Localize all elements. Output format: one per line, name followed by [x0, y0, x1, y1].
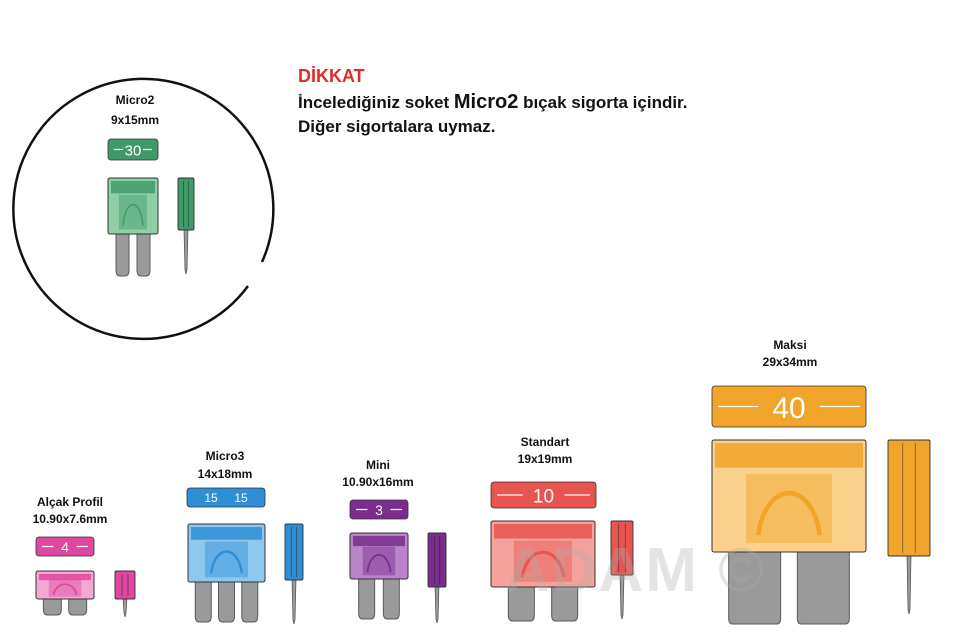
mini-rating-strip-body — [349, 499, 409, 520]
alcak-rating-strip-body — [35, 536, 95, 557]
micro2-front-element — [122, 204, 144, 226]
micro3-front-element — [209, 550, 244, 574]
mini-name: Mini — [366, 458, 390, 472]
micro3-front — [187, 523, 266, 623]
maksi-size: 29x34mm — [762, 355, 818, 369]
micro3-front-leg-2 — [218, 577, 235, 623]
maksi-front-body — [711, 439, 867, 553]
mini-size: 10.90x16mm — [342, 475, 414, 489]
maksi-side-pin — [906, 553, 912, 615]
micro3-front-leg-3 — [241, 577, 259, 623]
standart-size: 19x19mm — [517, 452, 573, 466]
alcak-size: 10.90x7.6mm — [32, 512, 108, 526]
alcak-side-pin — [122, 596, 128, 618]
standart-side-body — [610, 520, 634, 576]
alcak-front-element — [52, 583, 78, 596]
standart-name: Standart — [520, 435, 570, 449]
highlight-circle — [12, 77, 275, 341]
mini-rating-strip-value: 3 — [375, 502, 383, 518]
maksi-front-leg-1 — [728, 547, 782, 625]
micro3-front-cap — [191, 527, 262, 540]
standart-front-element — [520, 550, 566, 578]
micro3-front-leg-1 — [194, 577, 212, 623]
standart-rating-strip-body — [490, 481, 597, 509]
mini-rating-strip: 3 — [349, 499, 409, 520]
alcak-front — [35, 570, 95, 616]
mini-front-element — [366, 554, 392, 573]
micro3-side-body — [284, 523, 304, 581]
maksi-name: Maksi — [773, 338, 807, 352]
micro3-name: Micro3 — [205, 449, 245, 463]
alcak-front-leg-1 — [42, 594, 62, 616]
maksi-rating-strip-value: 40 — [772, 392, 805, 425]
micro2-rating-strip: 30 — [107, 138, 159, 161]
micro2-front — [107, 177, 159, 277]
alcak-front-window — [48, 579, 82, 597]
mini-front-leg-2 — [382, 574, 400, 620]
mini-front — [349, 532, 409, 620]
micro2-side-pin — [183, 227, 189, 275]
micro2-rating-strip-body — [107, 138, 159, 161]
micro3-rating-strip-body — [186, 487, 266, 508]
micro2-front-cap — [111, 181, 155, 194]
micro2-front-leg-1 — [115, 229, 130, 277]
alcak-rating-strip: 4 — [35, 536, 95, 557]
warning-line-1: İncelediğiniz soket Micro2 bıçak sigorta… — [298, 91, 687, 114]
micro3-rating-value-1: 15 — [204, 491, 218, 505]
alcak-name: Alçak Profil — [36, 495, 104, 509]
maksi-front — [711, 439, 867, 625]
mini-front-cap — [353, 536, 405, 547]
alcak-front-cap — [39, 574, 91, 581]
alcak-rating-strip-value: 4 — [61, 539, 69, 555]
maksi-side-body — [887, 439, 931, 557]
warning-line-1-post: bıçak sigorta içindir. — [518, 93, 688, 112]
micro3-side-pin — [291, 577, 297, 625]
maksi-side — [887, 439, 931, 615]
micro2-rating-strip-value: 30 — [125, 142, 142, 159]
micro2-name: Micro2 — [115, 93, 155, 107]
standart-front-cap — [494, 524, 592, 539]
maksi-rating-strip-body — [711, 385, 867, 428]
warning-line-2: Diğer sigortalara uymaz. — [298, 117, 496, 136]
maksi-rating-strip: 40 — [711, 385, 867, 428]
standart-front-leg-2 — [551, 582, 579, 622]
standart-side — [610, 520, 634, 620]
mini-side-pin — [434, 584, 440, 624]
watermark: ADAM © — [505, 536, 766, 605]
mini-front-leg-1 — [358, 574, 376, 620]
standart-rating-strip: 10 — [490, 481, 597, 509]
micro2-size: 9x15mm — [110, 113, 160, 127]
micro3-side — [284, 523, 304, 625]
maksi-front-element — [755, 491, 823, 536]
alcak-front-leg-2 — [68, 594, 88, 616]
alcak-side-body — [114, 570, 136, 600]
standart-rating-strip-value: 10 — [533, 486, 554, 507]
micro2-front-leg-2 — [136, 229, 151, 277]
micro3-size: 14x18mm — [197, 467, 253, 481]
maksi-front-cap — [715, 443, 863, 468]
mini-side — [427, 532, 447, 624]
micro3-rating-value-2: 15 — [234, 491, 248, 505]
warning-line-1-emphasis: Micro2 — [453, 91, 519, 113]
mini-side-body — [427, 532, 447, 588]
warning-title: DİKKAT — [298, 66, 365, 86]
warning-line-1-pre: İncelediğiniz soket — [298, 93, 454, 112]
micro2-side-body — [177, 177, 195, 231]
maksi-front-leg-2 — [796, 547, 850, 625]
micro2-side — [177, 177, 195, 275]
standart-front-leg-1 — [507, 582, 535, 622]
standart-front — [490, 520, 596, 622]
alcak-side — [114, 570, 136, 618]
